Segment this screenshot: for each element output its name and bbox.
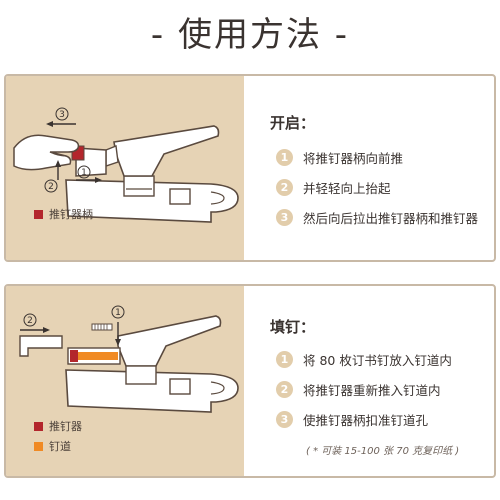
stapler-base [65,179,239,223]
step-number: 3 [276,209,293,226]
step-text: 将推钉器重新推入钉道内 [303,383,441,398]
fill-steps: 填钉： 1 将 80 枚订书钉放入钉道内 2 将推钉器重新推入钉道内 3 使推钉… [270,286,494,476]
open-step-1: 1 将推钉器柄向前推 [276,148,403,167]
step-number: 2 [276,381,293,398]
base-window [169,188,191,205]
fill-step-2: 2 将推钉器重新推入钉道内 [276,380,441,399]
fill-illustration: 2 1 推钉器 钉道 [6,286,244,476]
step-number: 3 [276,411,293,428]
svg-text:2: 2 [48,182,54,192]
svg-text:1: 1 [115,308,121,318]
open-steps: 开启： 1 将推钉器柄向前推 2 并轻轻向上抬起 3 然后向后拉出推钉器柄和推钉… [270,76,494,260]
stapler-arm [117,315,222,367]
staple-strip-icon [91,323,113,331]
open-illustration: 3 2 1 推钉器柄 [6,76,244,260]
fill-step-1: 1 将 80 枚订书钉放入钉道内 [276,350,452,369]
capacity-note: ( * 可装 15-100 张 70 克复印纸 ) [306,446,460,457]
svg-text:3: 3 [59,110,65,120]
pusher-highlight [70,350,78,362]
stapler-hinge [123,175,155,197]
fill-heading: 填钉： [270,318,316,336]
fill-step-3: 3 使推钉器柄扣准钉道孔 [276,410,428,429]
stapler-base [65,369,239,413]
stapler-open-diagram: 3 2 1 [13,107,239,223]
legend-channel: 钉道 [34,438,71,454]
step-number: 1 [276,351,293,368]
open-step-2: 2 并轻轻向上抬起 [276,178,391,197]
open-step-3: 3 然后向后拉出推钉器柄和推钉器 [276,208,478,227]
step-text: 使推钉器柄扣准钉道孔 [303,413,429,428]
legend-label: 推钉器 [49,420,82,433]
stapler-arm [113,125,220,177]
step-number: 2 [276,179,293,196]
legend-push-handle: 推钉器柄 [34,206,93,222]
step-text: 将推钉器柄向前推 [303,151,404,166]
step-number: 1 [276,149,293,166]
step-text: 并轻轻向上抬起 [303,181,391,196]
legend-swatch-red [34,421,43,431]
page-title: - 使用方法 - [150,15,350,55]
legend-swatch-red [34,209,43,219]
open-heading: 开启： [270,114,316,132]
fill-instructions-panel: 2 1 推钉器 钉道 填钉： 1 将 80 枚订书钉放入钉道内 2 将推钉器重新… [4,284,496,478]
step-text: 将 80 枚订书钉放入钉道内 [303,353,452,368]
svg-text:1: 1 [81,168,87,178]
svg-text:2: 2 [27,316,33,326]
legend-label: 钉道 [49,440,71,453]
step-text: 然后向后拉出推钉器柄和推钉器 [303,211,479,226]
channel-highlight [78,352,118,360]
stapler-fill-diagram: 2 1 [19,305,239,413]
legend-swatch-orange [34,441,43,451]
legend-label: 推钉器柄 [49,208,93,221]
open-instructions-panel: 3 2 1 推钉器柄 开启： 1 将推钉器柄向前推 2 并轻轻向上抬起 3 然后… [4,74,496,262]
legend-pusher: 推钉器 [34,418,82,434]
pusher-part [19,335,63,357]
hand-icon [13,134,80,171]
